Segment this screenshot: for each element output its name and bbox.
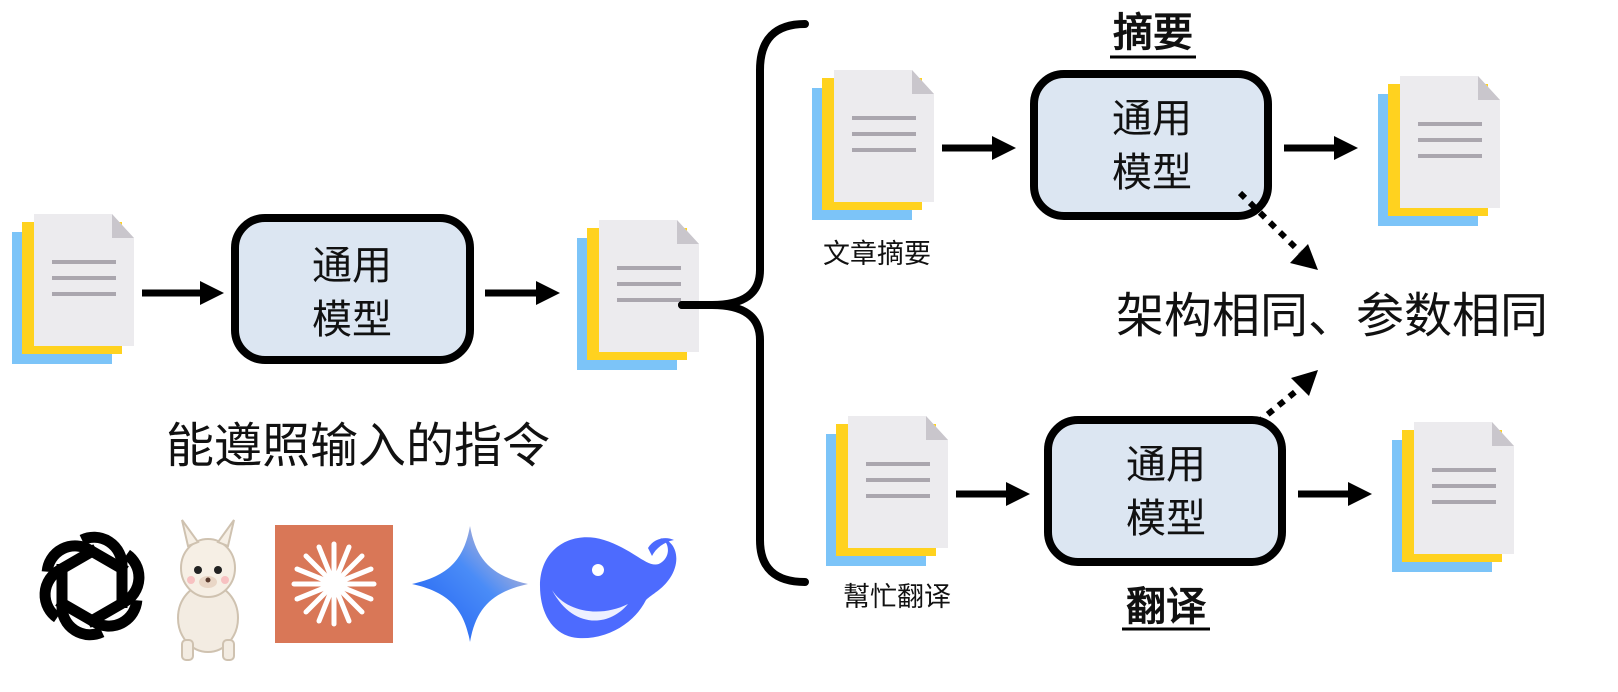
shared-architecture-note: 架构相同、参数相同 [1116,288,1548,344]
translate-output-document-icon [1392,422,1514,572]
dotted-arrow-down [1237,190,1303,255]
help-translate-label: 幫忙翻译 [843,582,951,613]
model-label-line1: 通用 [1126,442,1206,488]
openai-logo [39,531,145,641]
claude-logo [275,525,393,643]
input-document-icon [12,214,134,364]
instruction-caption: 能遵照输入的指令 [166,418,550,474]
article-summary-label: 文章摘要 [823,239,931,270]
model-label-line2: 模型 [1126,496,1206,542]
gemini-logo [412,526,528,642]
help-document-icon [826,416,948,566]
output-document-icon [577,220,699,370]
dotted-arrow-up [1244,385,1302,435]
general-model-box-summary: 通用 模型 [1030,70,1272,220]
model-label-line2: 模型 [1112,150,1192,196]
general-model-box-translate: 通用 模型 [1044,416,1286,566]
summary-output-document-icon [1378,76,1500,226]
dotted-arrow-up-head [1291,370,1318,396]
general-model-box: 通用 模型 [231,214,474,364]
dotted-arrow-down-head [1290,244,1318,270]
article-document-icon [812,70,934,220]
deepseek-logo [540,537,677,639]
llama-logo [177,519,239,661]
brace-upper [678,20,809,309]
summary-title: 摘要 [1113,10,1193,56]
model-label-line1: 通用 [312,243,392,289]
model-label-line2: 模型 [312,297,392,343]
model-label-line1: 通用 [1112,96,1192,142]
brace-lower [678,301,809,586]
translate-title: 翻译 [1126,584,1207,630]
